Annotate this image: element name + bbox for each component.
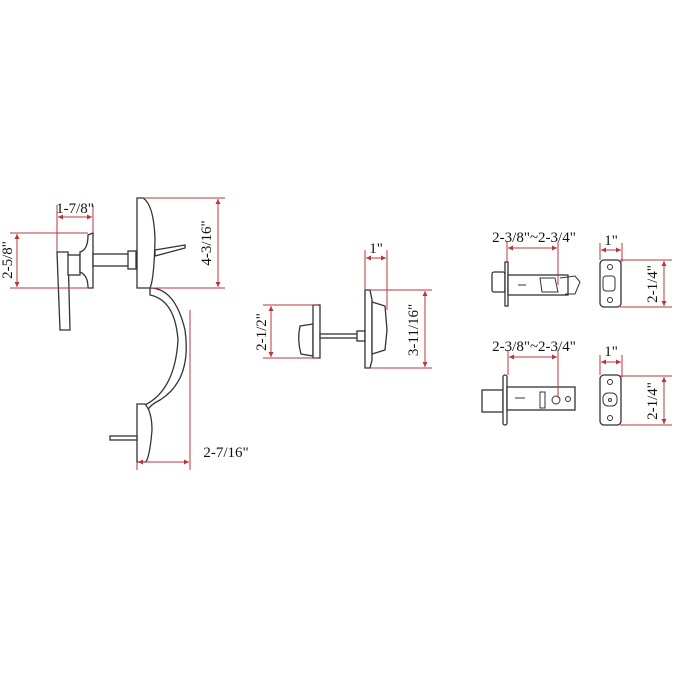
dim-thumbturn-height: 2-1/2" (254, 313, 270, 351)
handleset-dimensions: 1-7/8" 2-5/8" 4-3/16" 2-7/16" (0, 197, 249, 470)
interior-deadbolt-plate (312, 304, 321, 359)
dim-latch-bottom-backset: 2-3/8"~2-3/4" (492, 339, 576, 355)
tailpiece (319, 333, 359, 339)
exterior-deadbolt-plate (364, 289, 373, 369)
dim-grip-projection: 2-7/16" (203, 445, 248, 461)
spindle-nut (127, 250, 137, 270)
strike-plate (599, 259, 622, 308)
deadbolt-bolt (481, 389, 504, 413)
bottom-stud (109, 435, 138, 441)
dim-knob-projection: 1-7/8" (56, 201, 94, 217)
spindle (92, 253, 134, 267)
latch-bottom-dimensions: 2-3/8"~2-3/4" 1" 2-1/4" (492, 339, 672, 426)
latch-bottom-drawing (481, 374, 622, 426)
latch-mechanism (539, 275, 581, 295)
dim-plate-height: 4-3/16" (199, 220, 215, 265)
latch-bolt (491, 271, 506, 293)
latch-top-drawing (491, 259, 622, 308)
tailpiece-nut (356, 330, 366, 342)
bolt-mechanism (539, 391, 561, 409)
deadbolt-dimensions: 1" 2-1/2" 3-11/16" (254, 241, 432, 369)
dim-latch-top-height: 2-1/4" (645, 265, 661, 303)
latch-case (507, 274, 569, 296)
exterior-cylinder-body (371, 301, 388, 355)
exterior-bottom-plate (136, 403, 153, 463)
bolt-strike-plate (599, 374, 622, 426)
handleset-drawing (56, 197, 187, 463)
grip-handle (144, 287, 187, 412)
exterior-top-plate (136, 197, 156, 289)
dim-latch-top-backset: 2-3/8"~2-3/4" (492, 230, 576, 246)
dim-deadbolt-projection: 1" (369, 241, 383, 257)
latch-top-dimensions: 2-3/8"~2-3/4" 1" 2-1/4" (492, 230, 672, 308)
thumb-lever (154, 244, 186, 257)
dim-latch-bottom-width: 1" (604, 344, 618, 360)
interior-rose (79, 232, 94, 289)
dim-latch-bottom-height: 2-1/4" (645, 382, 661, 420)
deadbolt-drawing (298, 289, 388, 369)
interior-knob-neck (67, 254, 81, 276)
dim-rose-height: 2-5/8" (0, 241, 16, 279)
interior-lever (56, 251, 71, 331)
thumbturn (298, 323, 314, 357)
dim-deadbolt-height: 3-11/16" (406, 304, 422, 356)
dim-latch-top-width: 1" (604, 233, 618, 249)
